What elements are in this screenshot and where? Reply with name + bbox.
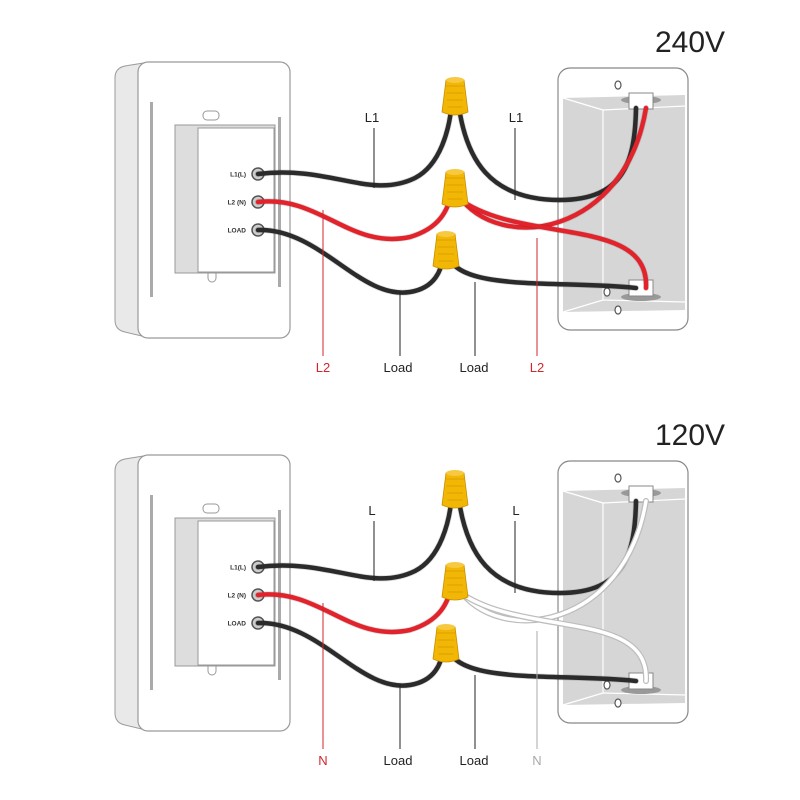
label-l2-heater: L2	[530, 360, 544, 375]
wire-l2-heater-bottom	[456, 589, 648, 683]
panel-120v: 120V L1(L) L2 (N) LOAD L L N Load Load N	[114, 419, 725, 768]
mounting-hole	[614, 473, 622, 483]
voltage-title: 240V	[655, 26, 725, 59]
label-load-heater: Load	[460, 753, 489, 768]
wire-l2-switch	[255, 189, 455, 242]
wire-nut-line	[441, 77, 469, 116]
label-line-switch: L	[368, 503, 375, 518]
heater-terminal-block	[628, 92, 654, 110]
label-load-heater: Load	[460, 360, 489, 375]
mounting-hole	[603, 287, 611, 297]
wire-l2-heater-bottom	[455, 195, 649, 291]
terminal-label: L1(L)	[230, 172, 246, 179]
label-l2-heater: N	[532, 753, 541, 768]
label-line-heater: L	[512, 503, 519, 518]
label-load-switch: Load	[384, 360, 413, 375]
terminal-label: L2 (N)	[228, 593, 246, 600]
label-line-heater: L1	[509, 110, 523, 125]
terminal-label: LOAD	[228, 228, 247, 235]
wire-nut-load	[432, 624, 460, 663]
terminal-label: L2 (N)	[228, 200, 246, 207]
label-l2-switch: L2	[316, 360, 330, 375]
wire-nut-l2	[441, 169, 469, 208]
wire-nut-load	[432, 231, 460, 270]
wire-l2-heater-top	[456, 499, 648, 623]
mounting-hole	[603, 680, 611, 690]
label-line-switch: L1	[365, 110, 379, 125]
thermostat-switch: L1(L) L2 (N) LOAD	[114, 61, 291, 339]
wire-l1-switch	[255, 490, 455, 581]
wire-l1-switch	[255, 97, 455, 188]
wire-nut-l2	[441, 562, 469, 601]
wire-load-switch	[255, 227, 446, 295]
wire-l2-heater-top	[455, 105, 649, 230]
terminal-label: LOAD	[228, 621, 247, 628]
mounting-hole	[614, 80, 622, 90]
wire-nut-line	[441, 470, 469, 509]
mounting-hole	[614, 305, 622, 315]
label-load-switch: Load	[384, 753, 413, 768]
heater-junction-box	[557, 67, 689, 331]
mounting-hole	[614, 698, 622, 708]
terminal-label: L1(L)	[230, 565, 246, 572]
thermostat-switch: L1(L) L2 (N) LOAD	[114, 454, 291, 732]
wire-l2-switch	[255, 582, 455, 635]
voltage-title: 120V	[655, 419, 725, 452]
wire-load-switch	[255, 620, 446, 688]
heater-terminal-block	[628, 485, 654, 503]
label-l2-switch: N	[318, 753, 327, 768]
